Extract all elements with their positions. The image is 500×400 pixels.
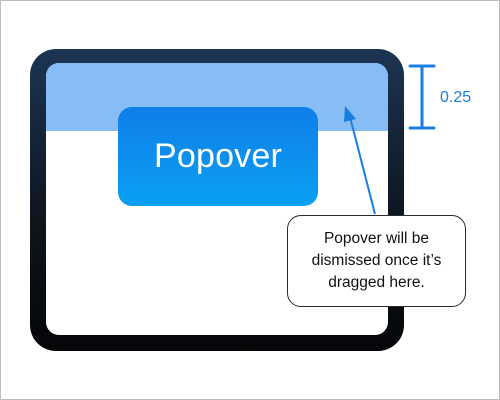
popover-label: Popover	[153, 137, 283, 175]
callout-box: Popover will be dismissed once it’s drag…	[287, 215, 466, 307]
popover[interactable]: Popover	[118, 107, 318, 206]
measurement-value: 0.25	[440, 89, 472, 106]
callout-text: Popover will be dismissed once it’s drag…	[311, 230, 442, 291]
